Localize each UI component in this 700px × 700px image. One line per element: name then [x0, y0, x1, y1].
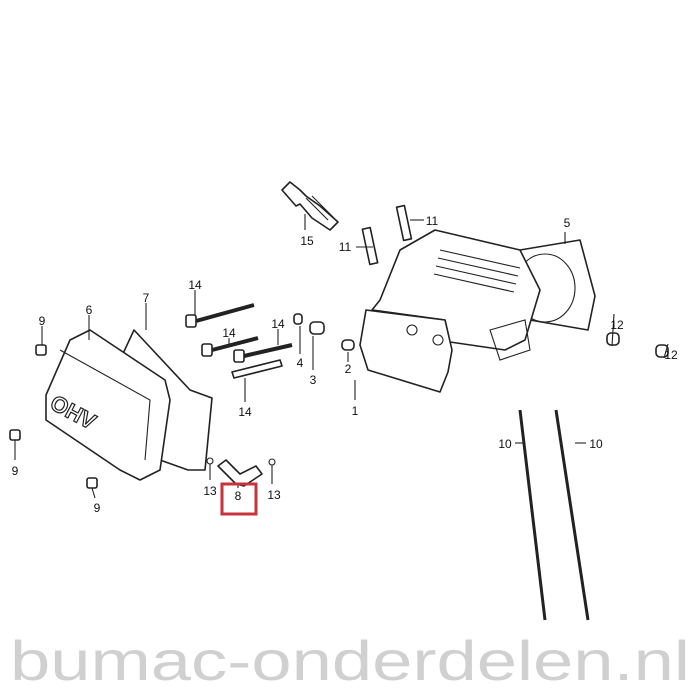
valve-cover: OHV — [45, 315, 171, 481]
spark-plug — [281, 181, 339, 231]
highlight-box-part-8 — [220, 482, 258, 516]
cover-screws — [9, 326, 98, 499]
stud-bolts — [356, 204, 424, 266]
label-2: 2 — [345, 362, 352, 376]
label-9: 9 — [39, 314, 46, 328]
watermark: bumac-onderdelen.nl — [10, 629, 690, 692]
label-13: 13 — [267, 488, 281, 502]
label-1: 1 — [352, 404, 359, 418]
label-14: 14 — [271, 317, 285, 331]
label-7: 7 — [143, 291, 150, 305]
label-13: 13 — [203, 484, 217, 498]
label-6: 6 — [86, 303, 93, 317]
label-11: 11 — [339, 240, 352, 254]
label-4: 4 — [297, 356, 304, 370]
label-12: 12 — [610, 318, 624, 332]
label-14: 14 — [238, 405, 252, 419]
label-10: 10 — [589, 437, 603, 451]
label-8: 8 — [235, 489, 242, 503]
label-14: 14 — [222, 326, 236, 340]
cylinder-head — [354, 229, 541, 400]
label-12: 12 — [664, 348, 678, 362]
bolts — [185, 290, 293, 402]
label-9: 9 — [12, 464, 19, 478]
small-fittings — [293, 313, 669, 370]
label-15: 15 — [300, 234, 314, 248]
label-9: 9 — [94, 501, 101, 515]
label-11: 11 — [426, 214, 439, 228]
label-14: 14 — [188, 278, 202, 292]
label-3: 3 — [310, 373, 317, 387]
label-10: 10 — [498, 437, 512, 451]
long-studs — [515, 409, 590, 621]
label-5: 5 — [564, 216, 571, 230]
